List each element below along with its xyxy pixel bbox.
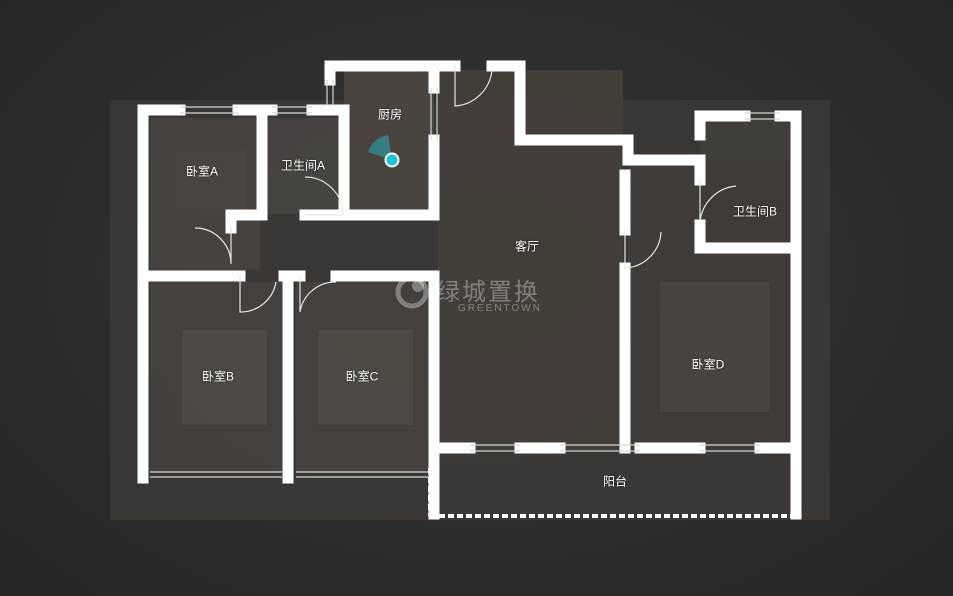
watermark-brand: 绿城置换 (436, 279, 540, 306)
walls (137, 60, 802, 520)
doors (194, 66, 737, 313)
viewpoint-marker[interactable] (368, 135, 400, 168)
room-label-bathroom-a[interactable]: 卫生间A (280, 158, 326, 173)
room-label-bedroom-b[interactable]: 卧室B (201, 369, 235, 384)
room-label-bathroom-b[interactable]: 卫生间B (732, 204, 778, 219)
room-label-balcony[interactable]: 阳台 (602, 474, 628, 489)
room-label-bedroom-c[interactable]: 卧室C (345, 369, 379, 384)
room-label-bedroom-a[interactable]: 卧室A (185, 164, 219, 179)
room-label-living-room[interactable]: 客厅 (514, 239, 540, 254)
brand-watermark: 绿城置换 GREENTOWN (392, 270, 562, 320)
balcony-edge (428, 468, 800, 518)
windows (150, 80, 780, 478)
room-label-kitchen[interactable]: 厨房 (377, 107, 403, 122)
room-label-bedroom-d[interactable]: 卧室D (691, 357, 725, 372)
brand-logo-icon (395, 275, 429, 309)
room-backdrop (110, 70, 830, 520)
watermark-brand-en: GREENTOWN (458, 303, 542, 314)
